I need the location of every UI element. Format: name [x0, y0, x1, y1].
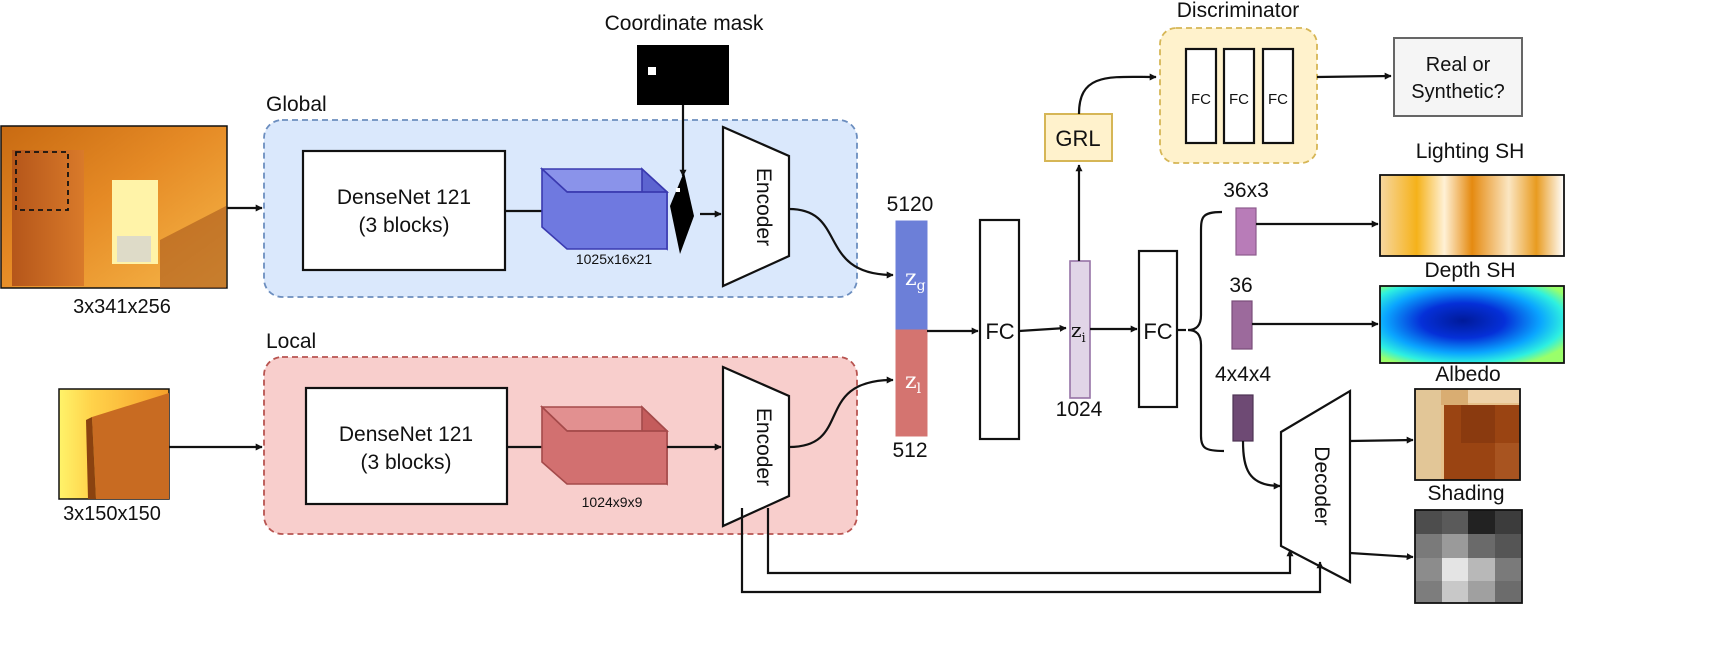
zg-label: zg [905, 266, 926, 294]
disc-fc-3-label: FC [1268, 91, 1288, 108]
fc1-label: FC [985, 319, 1014, 344]
depth-sh-image [1379, 285, 1565, 364]
mask-channel-slice [670, 172, 694, 254]
coordinate-mask-label: Coordinate mask [605, 12, 764, 35]
depth-sh-vector [1231, 300, 1253, 350]
real-or-synthetic-box [1393, 37, 1523, 117]
arrow-decoder-to-albedo [1349, 436, 1414, 444]
arrow-disc-to-output [1316, 72, 1392, 80]
skip-connection-1 [766, 508, 1294, 575]
local-input-image [58, 388, 170, 500]
depth-dim-label: 36 [1229, 274, 1252, 297]
arrow-albedo-code-to-decoder [1241, 440, 1281, 490]
local-encoder-label: Encoder [752, 408, 775, 486]
depth-output-label: Depth SH [1424, 259, 1515, 282]
disc-fc-1-label: FC [1191, 91, 1211, 108]
arrow-decoder-to-shading [1349, 551, 1414, 561]
lighting-output-label: Lighting SH [1416, 140, 1525, 163]
global-densenet-line2: (3 blocks) [358, 214, 449, 237]
disc-fc-1 [1184, 47, 1218, 145]
disc-fc-2 [1222, 47, 1256, 145]
global-input-image [0, 125, 228, 289]
crop-region-marker [15, 151, 69, 211]
lighting-sh-image [1379, 174, 1565, 257]
local-branch-label: Local [266, 330, 316, 353]
disc-fc-2-label: FC [1229, 91, 1249, 108]
disc-fc-3 [1261, 47, 1295, 145]
global-encoder [721, 125, 791, 288]
real-or-synthetic-line1: Real or [1426, 54, 1491, 76]
zl-label: zl [905, 369, 922, 397]
shading-image [1414, 509, 1523, 604]
decoder-label: Decoder [1310, 446, 1333, 525]
fc1-block [978, 218, 1021, 441]
lighting-dim-label: 36x3 [1223, 179, 1269, 202]
discriminator-label: Discriminator [1177, 0, 1300, 22]
real-or-synthetic-line2: Synthetic? [1411, 81, 1504, 103]
global-encoder-label: Encoder [752, 168, 775, 246]
albedo-dim-label: 4x4x4 [1215, 363, 1271, 386]
arrow-fc1-to-zi [1018, 324, 1067, 333]
fc2-label: FC [1143, 319, 1172, 344]
local-tensor-dims: 1024x9x9 [582, 494, 643, 510]
albedo-image [1414, 388, 1521, 481]
albedo-output-label: Albedo [1435, 363, 1500, 386]
heads-brace [1187, 210, 1225, 453]
global-input-dims: 3x341x256 [73, 296, 171, 318]
global-tensor-dims: 1025x16x21 [576, 251, 653, 267]
local-densenet-line2: (3 blocks) [360, 451, 451, 474]
grl-label: GRL [1055, 126, 1100, 151]
shading-output-label: Shading [1427, 482, 1504, 505]
zi-dim-label: 1024 [1056, 398, 1103, 421]
global-densenet-block [301, 149, 507, 272]
zg-vector [895, 220, 928, 331]
arrow-grl-to-discriminator [1077, 73, 1157, 115]
fc2-block [1137, 249, 1179, 409]
local-encoder [721, 365, 791, 528]
local-densenet-line1: DenseNet 121 [339, 423, 473, 446]
local-feature-tensor [540, 405, 669, 486]
zg-dim-label: 5120 [887, 193, 934, 216]
global-feature-tensor [539, 167, 670, 251]
arrow-local-encoder-to-zl [788, 376, 894, 449]
zl-vector [895, 329, 928, 437]
local-densenet-block [304, 386, 509, 506]
skip-connection-2 [740, 508, 1324, 594]
decoder [1279, 389, 1352, 584]
lighting-sh-vector [1235, 207, 1257, 256]
global-branch-label: Global [266, 93, 327, 116]
arrow-global-encoder-to-zg [788, 207, 894, 279]
global-densenet-line1: DenseNet 121 [337, 186, 471, 209]
zl-dim-label: 512 [892, 439, 927, 462]
coordinate-mask-image [637, 45, 729, 105]
local-input-dims: 3x150x150 [63, 503, 161, 525]
grl-block [1044, 113, 1113, 162]
zi-label: zi [1071, 318, 1086, 346]
albedo-code-vector [1232, 394, 1254, 442]
